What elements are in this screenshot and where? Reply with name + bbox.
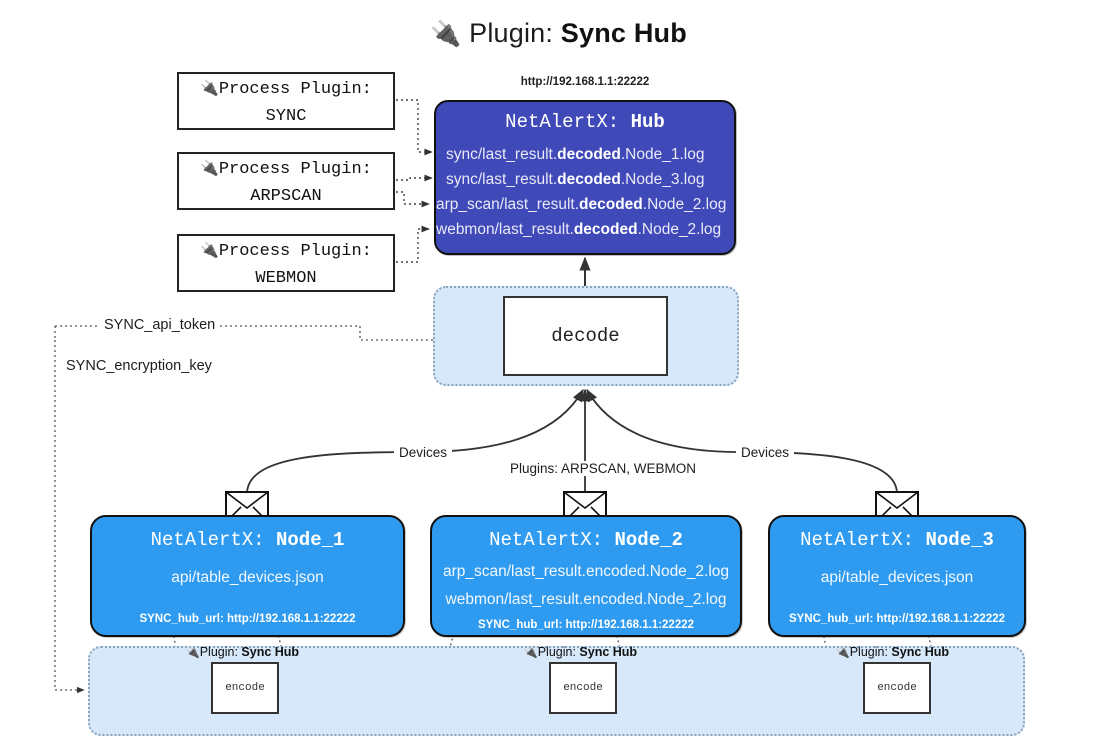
encoder-1-label: 🔌Plugin: Sync Hub [186,645,300,659]
plug-icon: 🔌 [186,646,200,659]
process-plugin-line1: 🔌Process Plugin: [200,79,372,99]
node-2-hub-url: SYNC_hub_url: http://192.168.1.1:22222 [477,619,695,631]
hub-log-line: webmon/last_result.decoded.Node_2.log [436,221,722,238]
node-1-title: NetAlertX: Node_1 [150,529,345,551]
encode-box-1[interactable]: encode [211,662,279,714]
encoder-2-label: 🔌Plugin: Sync Hub [524,645,638,659]
page-title: 🔌 Plugin: Sync Hub [0,18,1117,49]
node-2-title: NetAlertX: Node_2 [489,529,683,551]
hub-url: http://192.168.1.1:22222 [520,76,650,88]
node-3[interactable]: NetAlertX: Node_3 api/table_devices.json… [768,515,1026,637]
plug-icon: 🔌 [200,241,219,259]
process-plugin-name: ARPSCAN [250,187,322,206]
hub-title-prefix: NetAlertX: [505,111,620,133]
plug-icon: 🔌 [524,646,538,659]
plug-icon: 🔌 [200,79,219,97]
process-plugin-name: WEBMON [255,269,317,288]
node-3-title: NetAlertX: Node_3 [800,529,994,551]
process-plugin-line1: 🔌Process Plugin: [200,241,372,261]
encode-box-2[interactable]: encode [549,662,617,714]
title-prefix: Plugin: [469,18,554,48]
process-plugin-webmon[interactable]: 🔌Process Plugin: WEBMON [177,234,395,292]
hub-log-line: sync/last_result.decoded.Node_1.log [446,146,705,163]
decode-box[interactable]: decode [503,296,668,376]
plug-icon: 🔌 [430,20,462,48]
encode-box-3[interactable]: encode [863,662,931,714]
edge-label-plugins: Plugins: ARPSCAN, WEBMON [505,461,702,476]
encoder-3-label: 🔌Plugin: Sync Hub [836,645,950,659]
hub-title: NetAlertX: Hub [434,111,736,133]
title-name: Sync Hub [560,18,687,48]
process-plugin-name: SYNC [265,107,307,126]
hub-title-name: Hub [630,111,665,133]
process-plugin-sync[interactable]: 🔌Process Plugin: SYNC [177,72,395,130]
label-sync-encryption-key: SYNC_encryption_key [62,358,216,374]
hub-node[interactable]: NetAlertX: Hub sync/last_result.decoded.… [434,100,736,255]
plug-icon: 🔌 [200,159,219,177]
plug-icon: 🔌 [836,646,850,659]
node-3-line: api/table_devices.json [820,569,974,586]
node-2-line: webmon/last_result.encoded.Node_2.log [445,591,727,608]
process-plugin-arpscan[interactable]: 🔌Process Plugin: ARPSCAN [177,152,395,210]
hub-box [434,100,736,255]
edge-label-devices-left: Devices [394,445,453,460]
edge-label-devices-right: Devices [736,445,795,460]
hub-log-list: sync/last_result.decoded.Node_1.log sync… [434,142,736,242]
hub-log-line: sync/last_result.decoded.Node_3.log [446,171,705,188]
node-1-hub-url: SYNC_hub_url: http://192.168.1.1:22222 [139,613,356,625]
node-2-line: arp_scan/last_result.encoded.Node_2.log [442,563,730,580]
hub-log-line: arp_scan/last_result.decoded.Node_2.log [436,196,727,213]
label-sync-api-token: SYNC_api_token [100,317,220,333]
node-1-line: api/table_devices.json [171,569,324,586]
process-plugin-line1: 🔌Process Plugin: [200,159,372,179]
node-2[interactable]: NetAlertX: Node_2 arp_scan/last_result.e… [430,515,742,637]
node-3-hub-url: SYNC_hub_url: http://192.168.1.1:22222 [788,613,1006,625]
node-1[interactable]: NetAlertX: Node_1 api/table_devices.json… [90,515,405,637]
